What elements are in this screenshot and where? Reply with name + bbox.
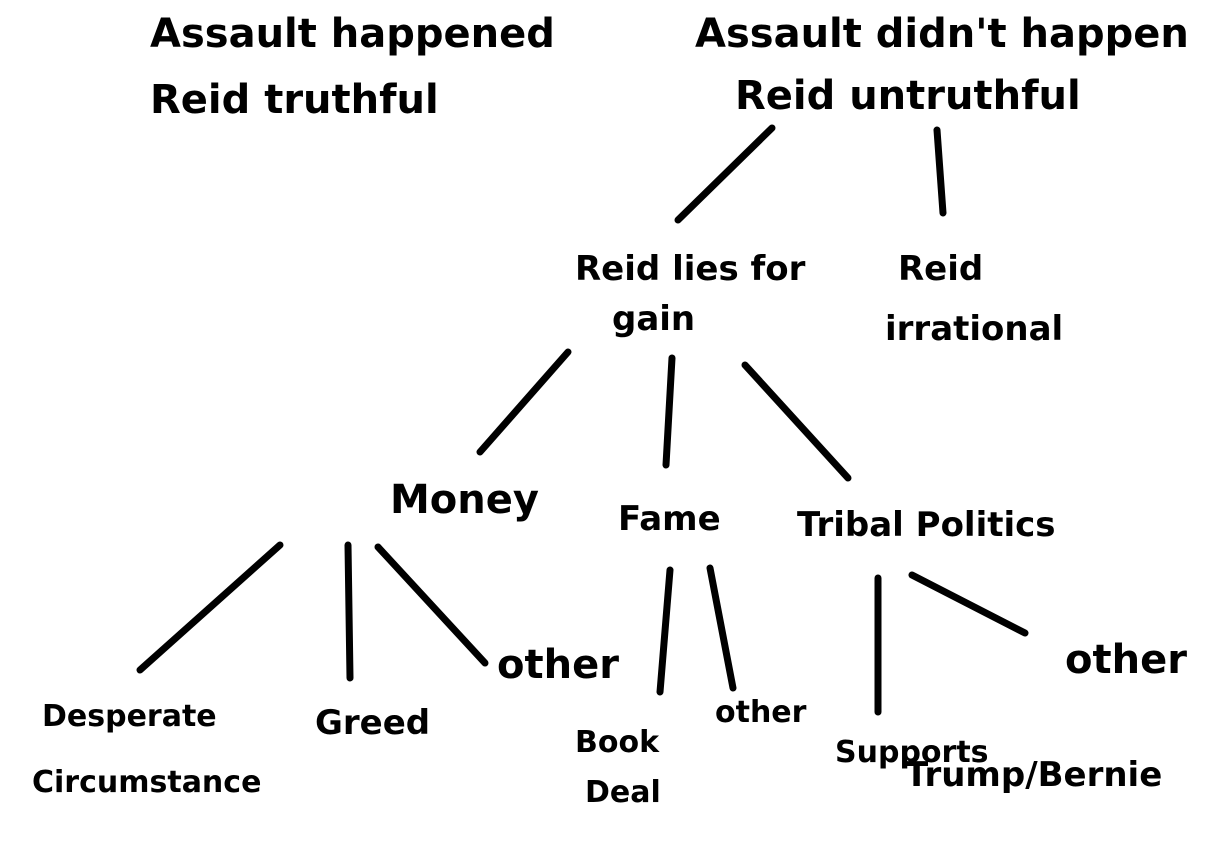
edge-money-to-greed — [344, 541, 354, 682]
node-reid-truthful: Reid truthful — [150, 77, 439, 123]
edge-gain-to-fame — [662, 354, 676, 469]
node-greed: Greed — [315, 703, 431, 743]
node-assault-not-happened: Assault didn't happen — [695, 11, 1189, 57]
node-fame: Fame — [618, 499, 721, 539]
edge-untruthful-to-gain — [674, 124, 776, 224]
node-desperate-2: Circumstance — [32, 765, 262, 800]
edge-tribal-to-other — [908, 571, 1029, 637]
node-supports-1: Supports — [835, 735, 989, 770]
node-lies-for-gain-2: gain — [612, 299, 696, 339]
edge-gain-to-money — [476, 348, 572, 456]
node-lies-for-gain-1: Reid lies for — [575, 249, 806, 289]
edge-money-to-other — [374, 543, 489, 667]
edge-fame-to-other — [706, 564, 737, 692]
node-supports-2: Trump/Bernie — [905, 755, 1163, 795]
node-desperate-1: Desperate — [42, 699, 217, 734]
node-irrational-2: irrational — [885, 309, 1064, 349]
node-reid-untruthful: Reid untruthful — [735, 73, 1081, 119]
edge-gain-to-tribal — [741, 361, 852, 482]
node-money: Money — [390, 477, 539, 523]
node-money-other: other — [497, 642, 619, 688]
edge-money-to-desperate — [136, 541, 284, 674]
node-tribal-politics: Tribal Politics — [797, 505, 1056, 545]
edge-untruthful-to-irrational — [933, 126, 947, 217]
node-tribal-other: other — [1065, 637, 1187, 683]
edge-fame-to-book — [656, 566, 674, 696]
node-irrational-1: Reid — [898, 249, 984, 289]
node-fame-other: other — [715, 695, 807, 730]
node-book-deal-2: Deal — [585, 775, 661, 810]
node-assault-happened: Assault happened — [150, 11, 555, 57]
node-book-deal-1: Book — [575, 725, 660, 760]
